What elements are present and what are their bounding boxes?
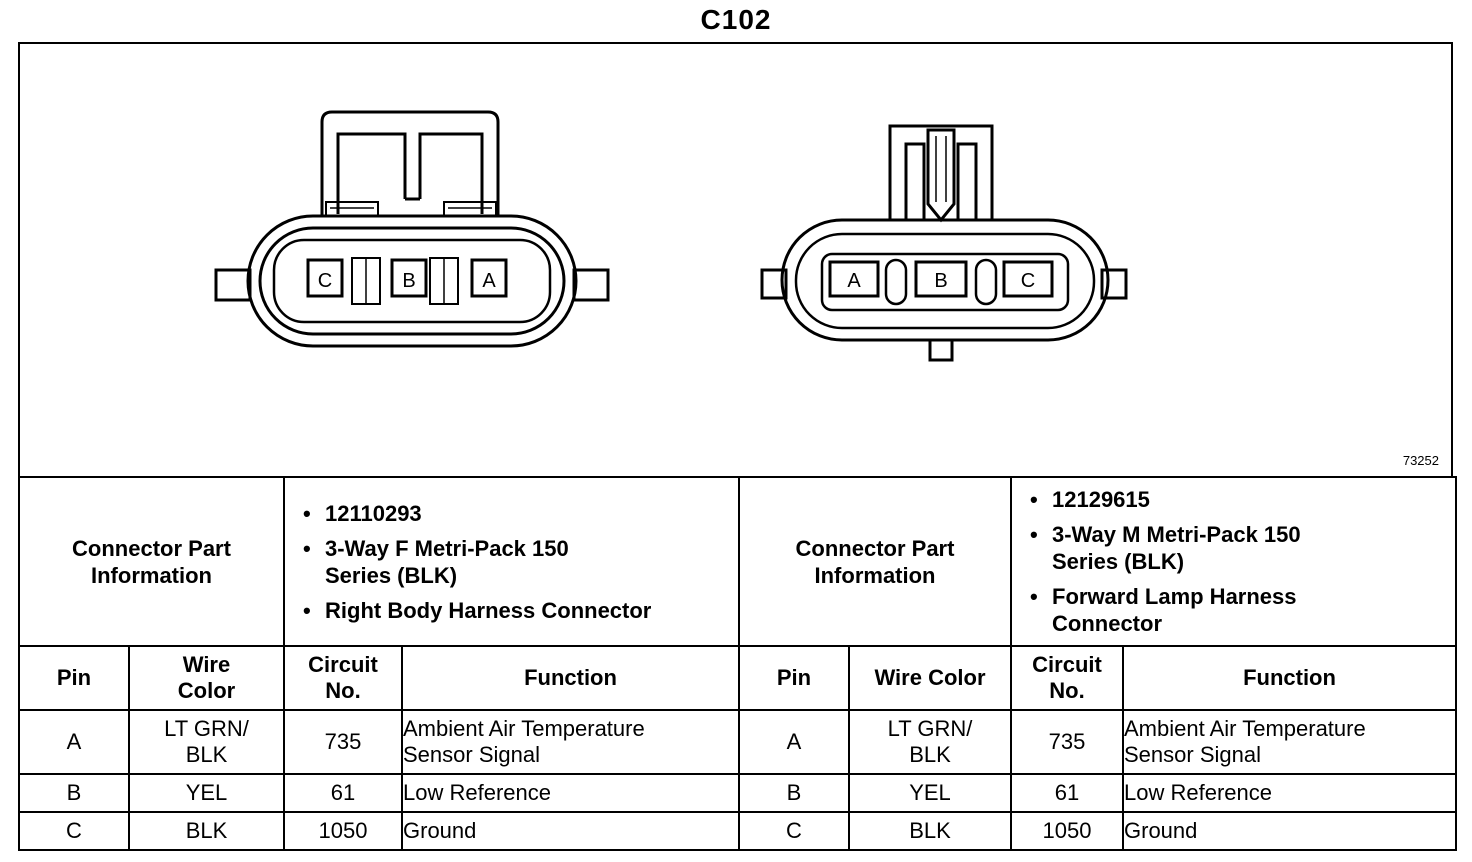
table-row: C BLK 1050 Ground C BLK 1050 Ground bbox=[18, 811, 1457, 851]
male-pin-terminals: A B C bbox=[828, 260, 1054, 298]
function-cell: Low Reference bbox=[401, 773, 740, 813]
table-row: B YEL 61 Low Reference B YEL 61 Low Refe… bbox=[18, 773, 1457, 813]
wire-color-cell: YEL bbox=[128, 773, 285, 813]
info-item: 12110293 bbox=[303, 500, 738, 527]
info-item: Forward Lamp Harness Connector bbox=[1030, 583, 1352, 637]
male-pin-label-1: A bbox=[847, 270, 861, 292]
function-cell: Ambient Air Temperature Sensor Signal bbox=[401, 709, 740, 775]
connector-info-label-left: Connector Part Information bbox=[18, 476, 285, 647]
male-pin-label-3: C bbox=[1021, 270, 1035, 292]
info-item: 3-Way M Metri-Pack 150 Series (BLK) bbox=[1030, 521, 1322, 575]
circuit-cell: 735 bbox=[283, 709, 403, 775]
header-function: Function bbox=[401, 645, 740, 711]
header-function: Function bbox=[1122, 645, 1457, 711]
circuit-cell: 735 bbox=[1010, 709, 1124, 775]
female-pin-label-1: C bbox=[318, 270, 332, 292]
connector-drawings: C B A bbox=[214, 110, 1128, 362]
female-cavity-2 bbox=[390, 258, 428, 298]
pin-cell: B bbox=[738, 773, 850, 813]
wire-color-cell: YEL bbox=[848, 773, 1012, 813]
female-connector-drawing bbox=[214, 110, 610, 348]
table-header-row: Pin Wire Color Circuit No. Function Pin … bbox=[18, 645, 1457, 711]
male-terminal-1 bbox=[828, 260, 880, 298]
connector-pinout-table: Connector Part Information 12110293 3-Wa… bbox=[18, 476, 1457, 851]
female-cavity-3 bbox=[470, 258, 508, 298]
diagram-title: C102 bbox=[700, 4, 772, 35]
header-pin: Pin bbox=[18, 645, 130, 711]
wire-color-cell: LT GRN/ BLK bbox=[128, 709, 285, 775]
header-wire-color: Wire Color bbox=[128, 645, 285, 711]
info-item: 12129615 bbox=[1030, 486, 1455, 513]
circuit-cell: 1050 bbox=[1010, 811, 1124, 851]
header-wire-color: Wire Color bbox=[848, 645, 1012, 711]
connector-info-row: Connector Part Information 12110293 3-Wa… bbox=[18, 476, 1457, 647]
header-circuit: Circuit No. bbox=[283, 645, 403, 711]
connector-info-list-right: 12129615 3-Way M Metri-Pack 150 Series (… bbox=[1010, 476, 1457, 647]
connector-info-label-right: Connector Part Information bbox=[738, 476, 1012, 647]
circuit-cell: 61 bbox=[1010, 773, 1124, 813]
pin-cell: C bbox=[18, 811, 130, 851]
figure-id: 73252 bbox=[1402, 453, 1439, 468]
pin-cell: A bbox=[738, 709, 850, 775]
male-terminal-3 bbox=[1002, 260, 1054, 298]
pin-cell: B bbox=[18, 773, 130, 813]
function-cell: Ground bbox=[1122, 811, 1457, 851]
wire-color-cell: LT GRN/ BLK bbox=[848, 709, 1012, 775]
connector-info-list-left: 12110293 3-Way F Metri-Pack 150 Series (… bbox=[283, 476, 740, 647]
male-pin-label-2: B bbox=[934, 270, 947, 292]
pin-cell: C bbox=[738, 811, 850, 851]
connector-diagram-panel: C B A bbox=[18, 42, 1453, 476]
circuit-cell: 1050 bbox=[283, 811, 403, 851]
function-cell: Ground bbox=[401, 811, 740, 851]
male-connector-drawing bbox=[760, 124, 1128, 362]
info-item: 3-Way F Metri-Pack 150 Series (BLK) bbox=[303, 535, 585, 589]
function-cell: Low Reference bbox=[1122, 773, 1457, 813]
female-pin-label-3: A bbox=[482, 270, 496, 292]
female-pin-label-2: B bbox=[402, 270, 415, 292]
pin-cell: A bbox=[18, 709, 130, 775]
header-circuit: Circuit No. bbox=[1010, 645, 1124, 711]
wire-color-cell: BLK bbox=[848, 811, 1012, 851]
female-cavity-1 bbox=[306, 258, 344, 298]
female-pin-cavities: C B A bbox=[306, 258, 508, 298]
circuit-cell: 61 bbox=[283, 773, 403, 813]
function-cell: Ambient Air Temperature Sensor Signal bbox=[1122, 709, 1457, 775]
wire-color-cell: BLK bbox=[128, 811, 285, 851]
table-row: A LT GRN/ BLK 735 Ambient Air Temperatur… bbox=[18, 709, 1457, 775]
info-item: Right Body Harness Connector bbox=[303, 597, 738, 624]
male-terminal-2 bbox=[914, 260, 968, 298]
header-pin: Pin bbox=[738, 645, 850, 711]
